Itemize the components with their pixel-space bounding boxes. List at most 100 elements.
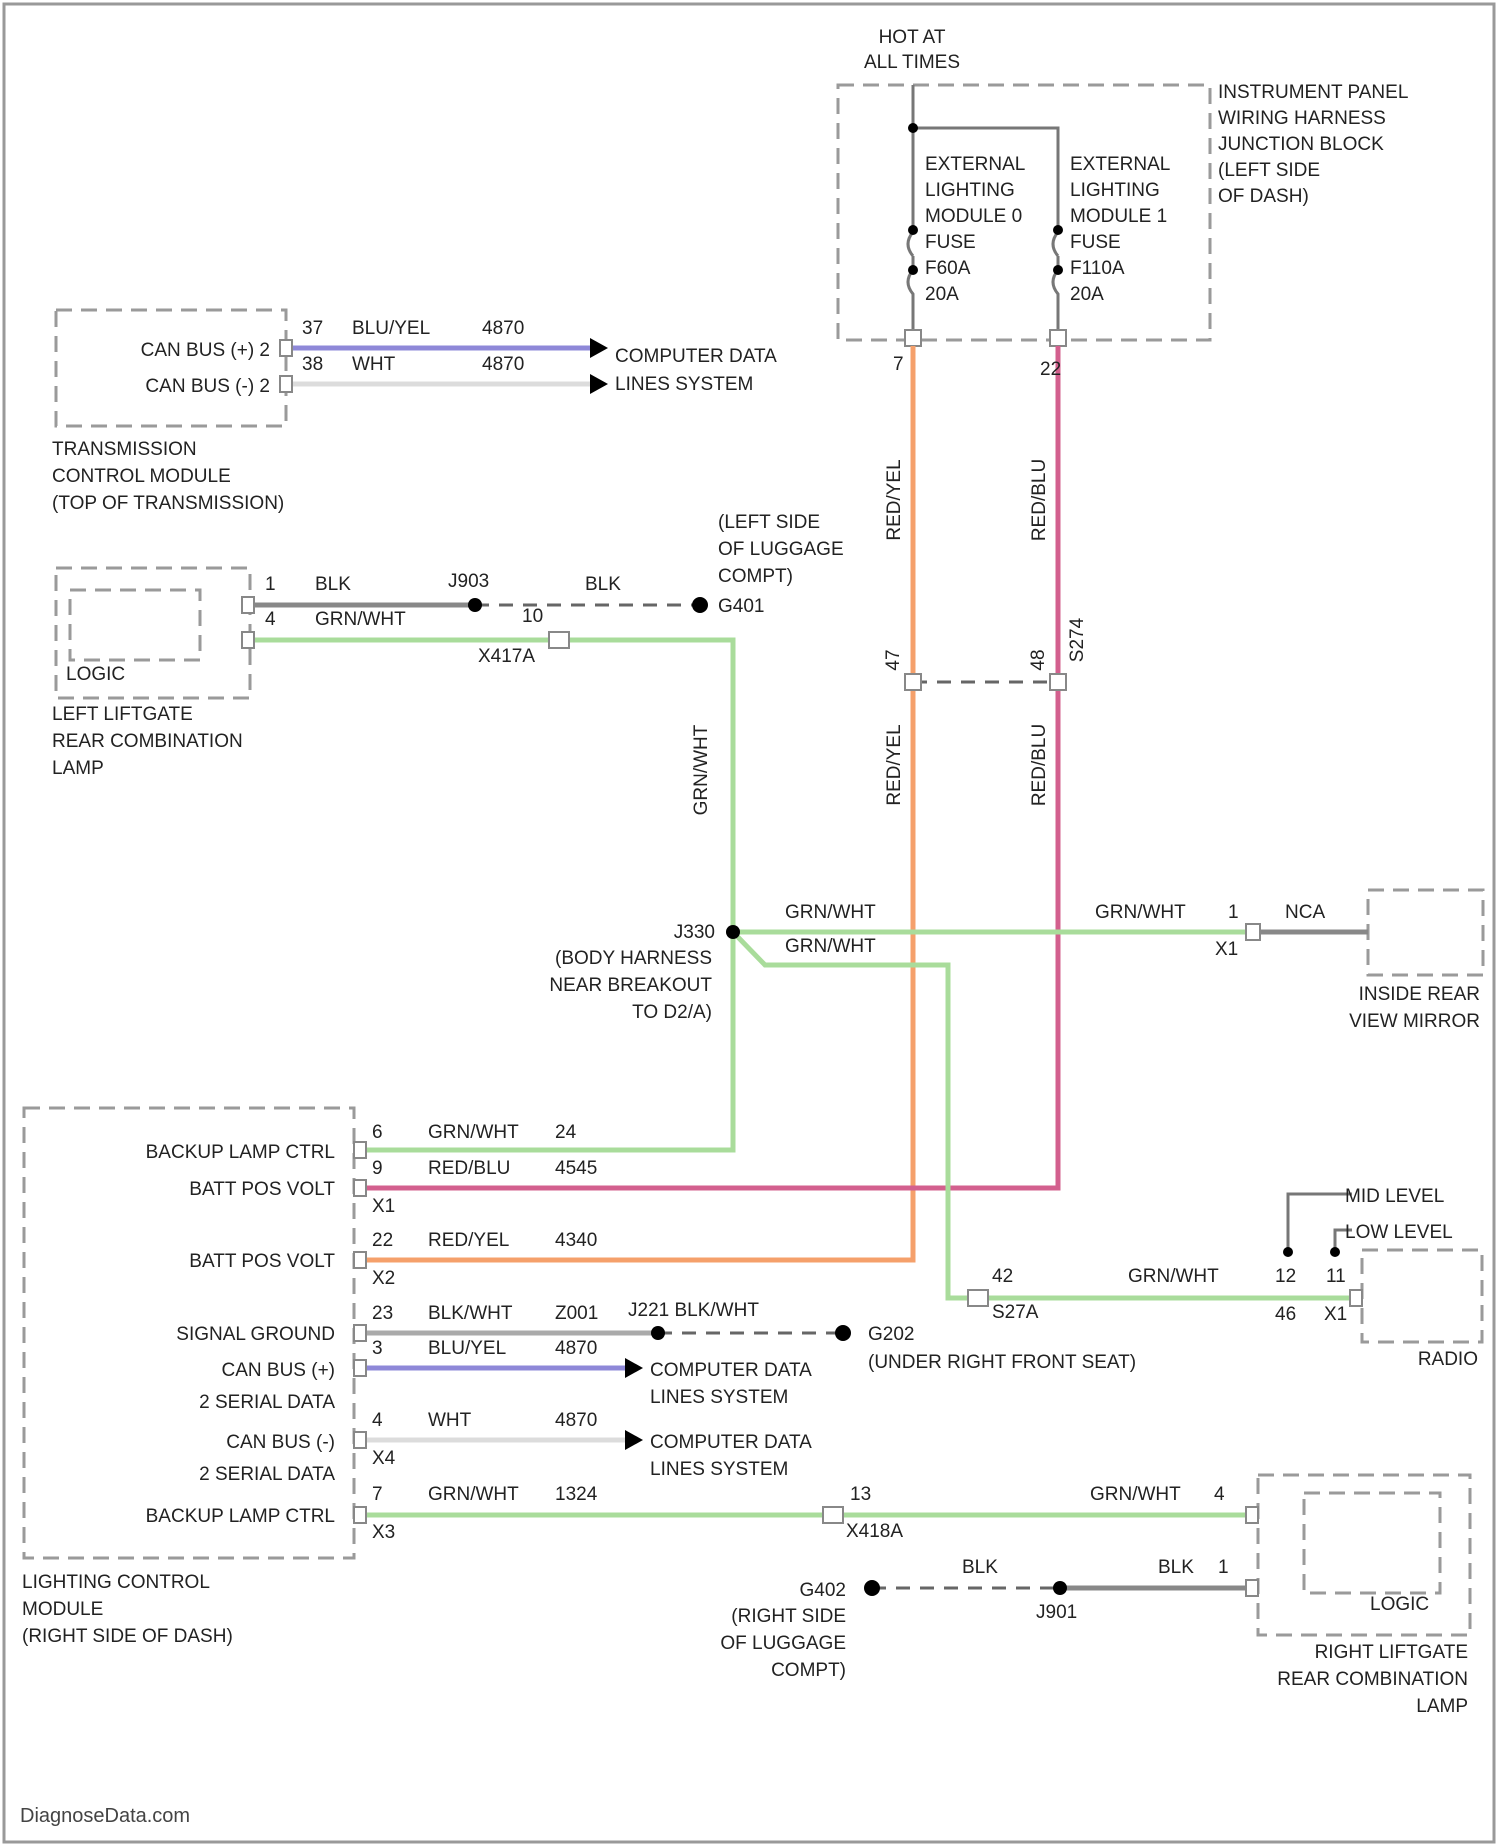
tcm-circuit-1: 4870: [482, 318, 524, 339]
tcm-wire-color-1: BLU/YEL: [352, 318, 430, 339]
svg-text:BACKUP LAMP CTRL: BACKUP LAMP CTRL: [146, 1142, 335, 1163]
svg-text:COMPT): COMPT): [771, 1660, 846, 1681]
svg-text:23: 23: [372, 1303, 393, 1324]
fuse-b-pin: 22: [1040, 359, 1061, 380]
svg-text:6: 6: [372, 1122, 383, 1143]
grn-wht-vertical-label: GRN/WHT: [691, 724, 712, 815]
right-lamp-label: RIGHT LIFTGATE REAR COMBINATION LAMP: [1277, 1642, 1468, 1717]
left-lamp-pin1: 1: [265, 574, 276, 595]
lcm-can-minus-dest-2: LINES SYSTEM: [650, 1459, 788, 1480]
body-splice-name: J330: [674, 922, 715, 943]
svg-text:OF LUGGAGE: OF LUGGAGE: [718, 539, 844, 560]
svg-text:20A: 20A: [925, 284, 959, 305]
left-lamp-label: LEFT LIFTGATE REAR COMBINATION LAMP: [52, 704, 243, 779]
radio-wire-color: GRN/WHT: [1128, 1266, 1219, 1287]
svg-text:LAMP: LAMP: [52, 758, 104, 779]
red-blu-label-top: RED/BLU: [1029, 459, 1050, 541]
svg-text:(RIGHT SIDE OF DASH): (RIGHT SIDE OF DASH): [22, 1626, 233, 1647]
wire-left-lamp-grn: [252, 640, 733, 1150]
red-yel-label-bottom: RED/YEL: [884, 724, 905, 805]
left-lamp-pin1-color: BLK: [315, 574, 351, 595]
tcm-circuit-2: 4870: [482, 354, 524, 375]
wire-radio-grn: [733, 932, 1352, 1298]
diagram-frame: [4, 4, 1494, 1842]
svg-text:(LEFT SIDE: (LEFT SIDE: [1218, 160, 1320, 181]
svg-text:CAN BUS (-): CAN BUS (-): [226, 1432, 335, 1453]
mirror-nca: NCA: [1285, 902, 1325, 923]
svg-text:24: 24: [555, 1122, 577, 1143]
svg-text:INSTRUMENT PANEL: INSTRUMENT PANEL: [1218, 82, 1408, 103]
svg-text:CAN BUS (+): CAN BUS (+): [222, 1360, 336, 1381]
tcm-wire-color-2: WHT: [352, 354, 396, 375]
svg-text:LIGHTING CONTROL: LIGHTING CONTROL: [22, 1572, 210, 1593]
right-lamp-pin-bottom: 1: [1218, 1557, 1229, 1578]
svg-text:OF LUGGAGE: OF LUGGAGE: [720, 1633, 846, 1654]
radio-low-level: LOW LEVEL: [1345, 1222, 1453, 1243]
left-lamp-logic: LOGIC: [66, 664, 125, 685]
svg-text:VIEW MIRROR: VIEW MIRROR: [1349, 1011, 1480, 1032]
right-lamp-pin-top: 4: [1214, 1484, 1225, 1505]
lighting-module-label: LIGHTING CONTROL MODULE (RIGHT SIDE OF D…: [22, 1572, 233, 1647]
body-splice-label: (BODY HARNESS NEAR BREAKOUT TO D2/A): [549, 948, 712, 1023]
svg-text:LEFT LIFTGATE: LEFT LIFTGATE: [52, 704, 193, 725]
svg-text:9: 9: [372, 1158, 383, 1179]
lcm-can-plus-dest-2: LINES SYSTEM: [650, 1387, 788, 1408]
tcm-pin-1: 37: [302, 318, 323, 339]
radio-in-connector: S27A: [992, 1302, 1039, 1323]
svg-text:TRANSMISSION: TRANSMISSION: [52, 439, 197, 460]
svg-text:X3: X3: [372, 1522, 395, 1543]
right-lamp-splice: J901: [1036, 1602, 1077, 1623]
svg-text:Z001: Z001: [555, 1303, 598, 1324]
svg-text:20A: 20A: [1070, 284, 1104, 305]
svg-text:4870: 4870: [555, 1338, 597, 1359]
svg-text:CONTROL MODULE: CONTROL MODULE: [52, 466, 231, 487]
radio-pin-mid: 12: [1275, 1266, 1296, 1287]
right-lamp-box: [1258, 1475, 1470, 1635]
fuse-b-label: EXTERNAL LIGHTING MODULE 1 FUSE F110A 20…: [1070, 154, 1170, 305]
radio-in-pin: 42: [992, 1266, 1013, 1287]
tcm-pin-2: 38: [302, 354, 323, 375]
left-lamp-pin2-color: GRN/WHT: [315, 609, 406, 630]
fuse-a-pin: 7: [893, 354, 904, 375]
svg-text:F60A: F60A: [925, 258, 971, 279]
body-splice-out-top: GRN/WHT: [785, 902, 876, 923]
svg-text:(LEFT SIDE: (LEFT SIDE: [718, 512, 820, 533]
svg-text:BATT POS VOLT: BATT POS VOLT: [189, 1251, 335, 1272]
right-lamp-logic: LOGIC: [1370, 1594, 1429, 1615]
svg-text:EXTERNAL: EXTERNAL: [925, 154, 1025, 175]
svg-text:7: 7: [372, 1484, 383, 1505]
right-lamp-wire-mid: BLK: [962, 1557, 998, 1578]
left-lamp-ground-location: (LEFT SIDE OF LUGGAGE COMPT): [718, 512, 844, 587]
svg-text:4545: 4545: [555, 1158, 597, 1179]
right-lamp-wire-top: GRN/WHT: [1090, 1484, 1181, 1505]
mirror-wire-color: GRN/WHT: [1095, 902, 1186, 923]
mirror-label: INSIDE REAR VIEW MIRROR: [1349, 984, 1480, 1032]
pin-47-label: 47: [883, 649, 904, 670]
svg-text:MODULE 1: MODULE 1: [1070, 206, 1167, 227]
svg-text:REAR COMBINATION: REAR COMBINATION: [52, 731, 243, 752]
tcm-label: TRANSMISSION CONTROL MODULE (TOP OF TRAN…: [52, 439, 284, 514]
svg-text:JUNCTION BLOCK: JUNCTION BLOCK: [1218, 134, 1384, 155]
radio-mid-level: MID LEVEL: [1345, 1186, 1444, 1207]
svg-text:GRN/WHT: GRN/WHT: [428, 1122, 519, 1143]
right-lamp-ground-location: (RIGHT SIDE OF LUGGAGE COMPT): [720, 1606, 846, 1681]
right-lamp-ground: G402: [800, 1580, 846, 1601]
svg-text:2 SERIAL DATA: 2 SERIAL DATA: [199, 1464, 335, 1485]
radio-pin-low: 11: [1326, 1266, 1346, 1287]
right-lamp-connector: X418A: [846, 1521, 903, 1542]
svg-text:(BODY HARNESS: (BODY HARNESS: [555, 948, 712, 969]
svg-text:INSIDE REAR: INSIDE REAR: [1359, 984, 1480, 1005]
svg-text:BLU/YEL: BLU/YEL: [428, 1338, 506, 1359]
svg-text:X2: X2: [372, 1268, 395, 1289]
radio-label: RADIO: [1418, 1349, 1478, 1370]
svg-text:LIGHTING: LIGHTING: [925, 180, 1015, 201]
svg-text:X4: X4: [372, 1448, 396, 1469]
mirror-connector: X1: [1215, 939, 1238, 960]
right-lamp-wire-bottom: BLK: [1158, 1557, 1194, 1578]
left-lamp-ground-color: BLK: [585, 574, 621, 595]
watermark: DiagnoseData.com: [20, 1805, 190, 1827]
svg-text:RED/BLU: RED/BLU: [428, 1158, 510, 1179]
left-lamp-pin2: 4: [265, 609, 276, 630]
body-splice-out-bottom: GRN/WHT: [785, 936, 876, 957]
